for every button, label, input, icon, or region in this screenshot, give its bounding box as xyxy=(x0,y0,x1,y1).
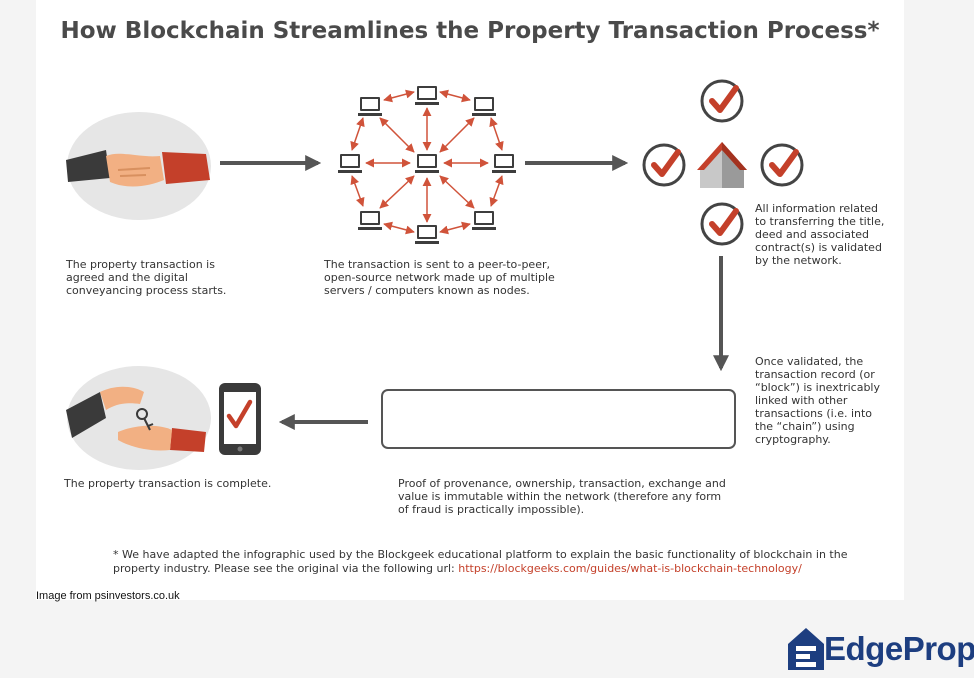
key-handover-icon xyxy=(66,366,211,470)
image-credit: Image from psinvestors.co.uk xyxy=(36,590,180,602)
page-title: How Blockchain Streamlines the Property … xyxy=(60,18,880,44)
logo-text-part1: Edge xyxy=(824,630,903,667)
logo-text: EdgeProp xyxy=(824,630,974,668)
step6-text: The property transaction is complete. xyxy=(64,477,272,490)
edgeprop-logo[interactable]: EdgeProp xyxy=(786,624,974,674)
step1-text: The property transaction is agreed and t… xyxy=(66,258,227,297)
footnote-text: * We have adapted the infographic used b… xyxy=(113,548,848,575)
step2-text: The transaction is sent to a peer-to-pee… xyxy=(324,258,555,297)
footnote-link[interactable]: https://blockgeeks.com/guides/what-is-bl… xyxy=(458,562,802,575)
phone-check-icon xyxy=(219,383,261,455)
footnote: * We have adapted the infographic used b… xyxy=(113,548,853,576)
blockchain-box xyxy=(381,389,736,449)
flow-arrows xyxy=(220,155,729,430)
logo-text-part2: Prop xyxy=(902,630,974,667)
step3-text: All information related to transferring … xyxy=(755,202,885,267)
house-logo-icon xyxy=(788,628,824,670)
node-network xyxy=(350,89,504,235)
handshake-icon xyxy=(66,112,211,220)
step5-text: Proof of provenance, ownership, transact… xyxy=(398,477,726,516)
step4-text: Once validated, the transaction record (… xyxy=(755,355,880,446)
house-icon xyxy=(697,142,747,188)
